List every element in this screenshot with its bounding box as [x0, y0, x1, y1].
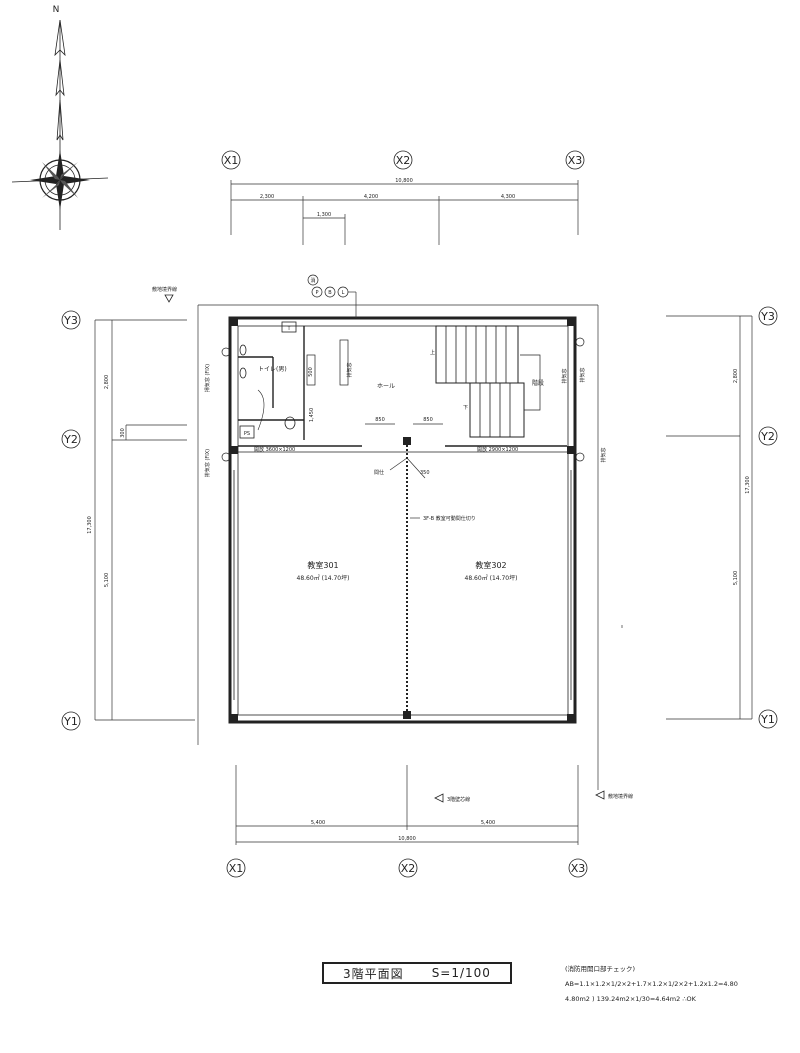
drawing-scale: S=1/100	[431, 966, 491, 980]
dim-right-total: 17,300	[745, 476, 751, 494]
dimension-left: 2,800 5,100 17,300 300	[87, 319, 195, 721]
dimension-bottom: 5,400 5,400 10,800	[235, 765, 579, 845]
dim-left-sub: 300	[120, 428, 126, 438]
dim-right-seg-2: 5,100	[733, 571, 739, 585]
dim-top-seg-1: 2,300	[260, 194, 274, 200]
grid-y2-left: Y2	[63, 433, 78, 446]
ps-label: PS	[244, 431, 250, 437]
ff-3: L	[342, 290, 345, 296]
dim-left-seg-2: 5,100	[104, 573, 110, 587]
opening-right-label: 開放 2900×1200	[477, 446, 518, 453]
grid-y3-right: Y3	[760, 310, 775, 323]
dim-left-seg-1: 2,800	[104, 375, 110, 389]
window-left2-label: 排気窓 (FIX)	[204, 449, 211, 477]
small-350-label: 350	[420, 470, 430, 476]
notes-line-1: AB=1.1×1.2×1/2×2+1.7×1.2×1/2×2+1.2x1.2=4…	[565, 980, 738, 988]
room301-name: 教室301	[307, 560, 338, 570]
stair-treads-lower	[479, 383, 511, 437]
grid-y1-right: Y1	[760, 713, 775, 726]
ff-1: P	[315, 290, 318, 296]
building-walls: T PS トイレ(男) 500 1,450 850 850 ホール 掃気窓 (F…	[204, 316, 607, 724]
window-left-label: 掃気窓 (FIX)	[204, 364, 211, 392]
site-boundary-right-label: 敷地境界線	[608, 793, 633, 800]
third-floor-line-label: 3階壁芯線	[447, 796, 470, 803]
drawing-title-box: 3階平面図 S=1/100	[322, 962, 512, 984]
opening-left-label: 開放 3600×1200	[254, 446, 295, 453]
north-arrow-icon: N	[11, 5, 109, 230]
partition-note-label: 3F-B 教室可動間仕切り	[423, 515, 476, 522]
movable-partition: 間仕 350 3F-B 教室可動間仕切り	[374, 445, 476, 714]
grid-x2-bottom: X2	[401, 862, 416, 875]
firefight-symbols: 消 P B L	[307, 274, 357, 318]
grid-x3-bottom: X3	[571, 862, 586, 875]
window-right2-label: 排気窓	[600, 447, 607, 462]
stair-window-label: 排気窓	[561, 368, 568, 383]
room302-name: 教室302	[475, 560, 506, 570]
north-label: N	[53, 5, 60, 15]
grid-bubbles-right: Y3 Y2 Y1	[758, 306, 778, 729]
drawing-title: 3階平面図	[343, 966, 404, 981]
site-boundary-top-label: 敷地境界線	[152, 286, 177, 293]
ff-2: B	[328, 290, 332, 296]
notes-heading: (消防用開口部チェック)	[565, 965, 636, 973]
dim-top-seg-2: 4,200	[364, 194, 378, 200]
stairs-label: 階段	[532, 379, 544, 387]
stairs: 階段 上 下 排気窓	[430, 325, 568, 438]
ff-0: 消	[310, 277, 315, 284]
grid-y1-left: Y1	[63, 715, 78, 728]
exhaust-label: 排気窓	[346, 362, 353, 377]
dimension-right: 2,800 5,100 17,300	[666, 315, 753, 720]
dim-left-total: 17,300	[87, 516, 93, 534]
dim-top-seg-3: 4,300	[501, 194, 515, 200]
window-right-label: 排気窓	[579, 367, 586, 382]
grid-bubbles-left: Y3 Y2 Y1	[61, 310, 81, 731]
grid-y2-right: Y2	[760, 430, 775, 443]
grid-bubbles-bottom: X1 X2 X3	[226, 858, 588, 878]
dim-inner-4: 850	[423, 417, 433, 423]
dim-inner-3: 850	[375, 417, 385, 423]
grid-bubbles-top: X1 X2 X3	[221, 150, 585, 170]
site-boundary: 敷地境界線 敷地境界線 3階壁芯線	[152, 286, 633, 803]
room302-area: 48.60㎡ (14.70坪)	[465, 574, 518, 582]
grid-x1-top: X1	[224, 154, 239, 167]
dimension-top: 10,800 2,300 4,200 4,300 1,300	[230, 178, 579, 245]
hall-label: ホール	[377, 383, 395, 390]
fire-opening-check-notes: (消防用開口部チェック) AB=1.1×1.2×1/2×2+1.7×1.2×1/…	[565, 962, 790, 1007]
dim-inner-2: 1,450	[309, 408, 315, 422]
partition-label: 間仕	[374, 469, 384, 476]
grid-x2-top: X2	[396, 154, 411, 167]
notes-line-2: 4.80m2 ) 139.24m2×1/30=4.64m2 ∴OK	[565, 995, 696, 1003]
dim-right-seg-1: 2,800	[733, 369, 739, 383]
dim-inner-1: 500	[308, 367, 314, 377]
stair-treads-upper	[445, 326, 507, 383]
stair-down-label: 下	[463, 405, 468, 411]
grid-y3-left: Y3	[63, 314, 78, 327]
dim-top-sub: 1,300	[317, 212, 331, 218]
room301-area: 48.60㎡ (14.70坪)	[297, 574, 350, 582]
dim-top-total: 10,800	[395, 178, 413, 184]
dim-bottom-seg-2: 5,400	[481, 820, 495, 826]
toilet-label: トイレ(男)	[258, 366, 287, 373]
room-labels: 教室301 48.60㎡ (14.70坪) 教室302 48.60㎡ (14.7…	[297, 560, 518, 582]
dim-bottom-seg-1: 5,400	[311, 820, 325, 826]
mini-door-label: T	[286, 326, 291, 332]
grid-x3-top: X3	[568, 154, 583, 167]
stair-up-label: 上	[430, 349, 435, 356]
dim-bottom-total: 10,800	[398, 836, 416, 842]
grid-x1-bottom: X1	[229, 862, 244, 875]
